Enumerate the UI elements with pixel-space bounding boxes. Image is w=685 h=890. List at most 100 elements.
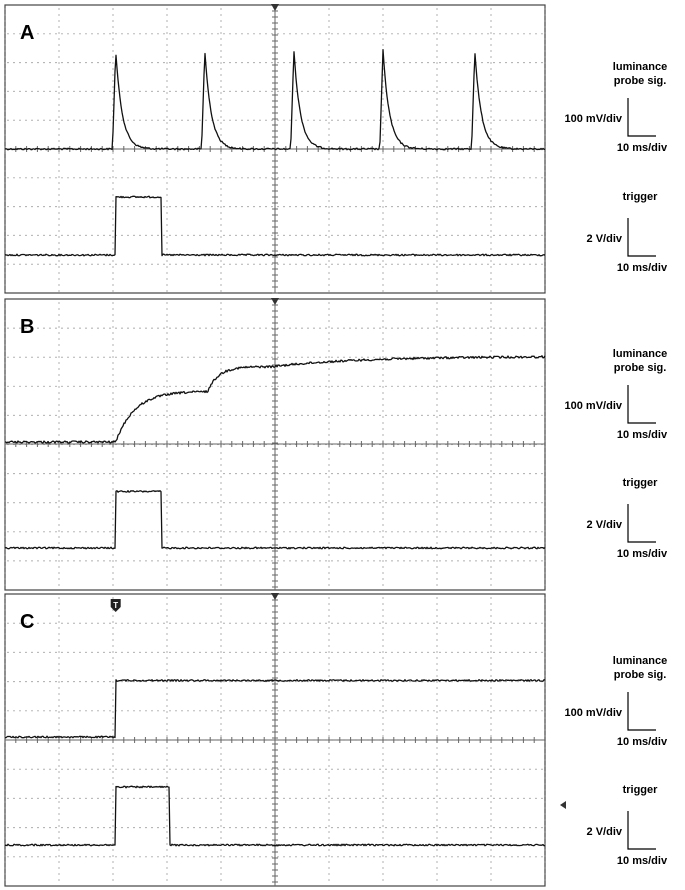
grid-dot [241, 62, 243, 64]
grid-dot [166, 494, 168, 496]
grid-dot [13, 797, 15, 800]
grid-dot [55, 622, 57, 624]
grid-dot [382, 627, 384, 629]
grid-dot [4, 849, 6, 851]
grid-dot [544, 122, 546, 124]
grid-dot [247, 33, 249, 35]
grid-dot [229, 651, 231, 654]
grid-dot [469, 90, 471, 92]
grid-dot [109, 33, 111, 35]
grid-dot [295, 119, 297, 121]
grid-dot [490, 609, 492, 611]
grid-dot [49, 473, 51, 475]
grid-dot [61, 90, 63, 92]
grid-dot [445, 560, 447, 562]
grid-dot [37, 33, 39, 35]
grid-dot [289, 710, 291, 712]
grid-dot [544, 218, 546, 220]
grid-dot [37, 177, 39, 179]
grid-dot [367, 502, 369, 504]
grid-dot [481, 797, 483, 800]
grid-dot [97, 827, 99, 829]
grid-dot [436, 248, 438, 250]
grid-dot [253, 356, 255, 358]
grid-dot [55, 356, 57, 358]
grid-dot [151, 651, 153, 654]
grid-dot [490, 476, 492, 478]
grid-dot [259, 827, 261, 829]
grid-dot [361, 622, 363, 624]
grid-dot [493, 560, 495, 562]
grid-dot [4, 380, 6, 382]
grid-dot [253, 651, 255, 654]
grid-dot [229, 62, 231, 64]
grid-dot [436, 879, 438, 881]
grid-dot [415, 62, 417, 64]
grid-dot [382, 14, 384, 16]
grid-dot [112, 98, 114, 100]
grid-dot [217, 651, 219, 654]
grid-dot [241, 234, 243, 236]
grid-dot [67, 33, 69, 35]
grid-dot [58, 572, 60, 574]
grid-dot [511, 90, 513, 92]
grid-dot [523, 856, 525, 858]
grid-dot [187, 473, 189, 475]
grid-dot [7, 797, 9, 800]
grid-dot [490, 783, 492, 785]
grid-dot [382, 777, 384, 779]
grid-dot [112, 308, 114, 310]
grid-dot [544, 867, 546, 869]
grid-dot [241, 119, 243, 121]
grid-dot [328, 831, 330, 833]
grid-dot [13, 263, 15, 265]
grid-dot [31, 560, 33, 562]
grid-dot [19, 856, 21, 858]
grid-dot [271, 414, 273, 416]
grid-dot [112, 669, 114, 671]
grid-dot [241, 327, 243, 329]
grid-dot [289, 473, 291, 475]
grid-dot [4, 326, 6, 328]
grid-dot [475, 710, 477, 712]
grid-dot [193, 651, 195, 654]
grid-dot [4, 795, 6, 797]
grid-dot [205, 622, 207, 624]
grid-dot [166, 104, 168, 106]
grid-dot [403, 90, 405, 92]
grid-dot [379, 473, 381, 475]
grid-dot [112, 188, 114, 190]
grid-dot [259, 263, 261, 265]
grid-dot [43, 768, 45, 770]
grid-dot [490, 572, 492, 574]
grid-dot [331, 33, 333, 35]
grid-dot [112, 867, 114, 869]
grid-dot [259, 651, 261, 654]
grid-dot [469, 414, 471, 416]
grid-dot [367, 622, 369, 624]
grid-dot [451, 856, 453, 858]
grid-dot [295, 710, 297, 712]
grid-dot [313, 797, 315, 800]
grid-dot [220, 14, 222, 16]
grid-dot [91, 206, 93, 208]
grid-dot [58, 651, 60, 653]
grid-dot [328, 663, 330, 665]
grid-dot [91, 234, 93, 236]
grid-dot [211, 414, 213, 416]
grid-dot [379, 622, 381, 624]
grid-dot [328, 386, 330, 388]
grid-dot [166, 338, 168, 340]
grid-dot [487, 327, 489, 329]
grid-dot [220, 729, 222, 731]
grid-dot [112, 458, 114, 460]
grid-dot [451, 90, 453, 92]
grid-dot [31, 263, 33, 265]
grid-dot [253, 33, 255, 35]
grid-dot [217, 856, 219, 858]
grid-dot [397, 234, 399, 236]
grid-dot [220, 687, 222, 689]
grid-dot [382, 603, 384, 605]
grid-dot [145, 531, 147, 533]
